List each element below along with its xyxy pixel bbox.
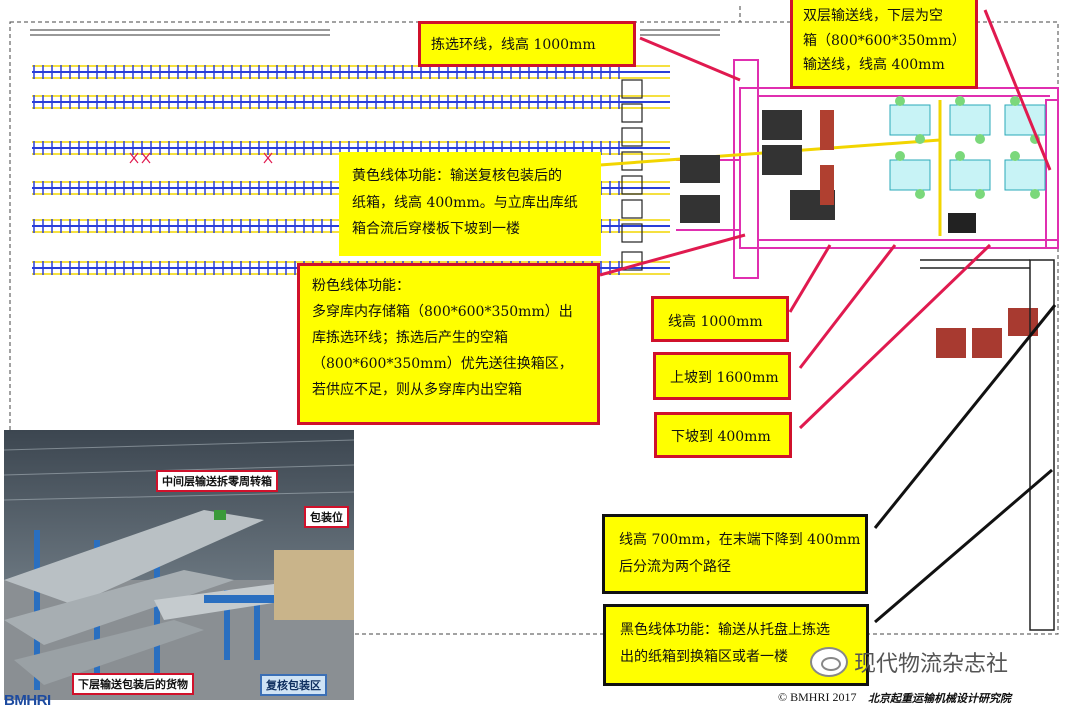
callout-text: 线高 1000mm [668, 314, 763, 330]
workstation [949, 96, 991, 144]
lift-frame [621, 79, 643, 99]
lift-frame [621, 103, 643, 123]
lift-frame [621, 199, 643, 219]
lift-frame [621, 127, 643, 147]
workstation [889, 151, 931, 199]
warehouse-photo: 中间层输送拆零周转箱 包装位 下层输送包装后的货物 复核包装区 [4, 430, 354, 700]
callout-text: 后分流为两个路径 [619, 558, 731, 575]
drawing-frame [9, 21, 1059, 635]
callout-text: 拣选环线，线高 1000mm [431, 37, 596, 53]
photo-label-packing: 包装位 [304, 506, 349, 528]
rack-row [32, 95, 670, 109]
callout-text: 双层输送线，下层为空 [803, 8, 943, 24]
callout-height-1000: 线高 1000mm [651, 296, 789, 342]
x-mark [141, 152, 151, 164]
callout-text: 黄色线体功能：输送复核包装后的 [352, 168, 562, 184]
x-mark [129, 152, 139, 164]
callout-text: 输送线，线高 400mm [803, 57, 945, 73]
lift-frame [621, 251, 643, 271]
leader-lines [599, 9, 1052, 430]
callout-text: 黑色线体功能：输送从托盘上拣选 [620, 622, 830, 638]
title-lines [30, 29, 720, 36]
callout-up-1600: 上坡到 1600mm [653, 352, 791, 400]
callout-text: 粉色线体功能： [312, 278, 410, 294]
black-leader-lines [873, 304, 1057, 624]
callout-text: （800*600*350mm）优先送往换箱区， [312, 355, 573, 372]
lift-frame [621, 175, 643, 195]
photo-label-lower-layer: 下层输送包装后的货物 [72, 673, 194, 695]
wechat-icon [810, 647, 848, 677]
callout-text: 下坡到 400mm [671, 429, 771, 445]
workstation [1004, 151, 1046, 199]
pink-conveyor [676, 59, 1059, 279]
callout-yellow-function: 黄色线体功能：输送复核包装后的 纸箱，线高 400mm。与立库出库纸 箱合流后穿… [339, 152, 601, 256]
rack-row [32, 65, 670, 79]
lift-frames [621, 79, 643, 271]
callout-text: 多穿库内存储箱（800*600*350mm）出 [312, 303, 573, 320]
workstation [1004, 96, 1046, 144]
conveyor-equipment [680, 110, 1038, 358]
x-mark [263, 152, 273, 164]
callout-text: 库拣选环线；拣选后产生的空箱 [312, 329, 508, 346]
callout-down-400: 下坡到 400mm [654, 412, 792, 458]
copyright: © BMHRI 2017 [778, 690, 857, 704]
organization-name: 北京起重运输机械设计研究院 [868, 692, 1011, 705]
callout-text: 上坡到 1600mm [670, 370, 779, 386]
callout-text: 若供应不足，则从多穿库内出空箱 [312, 381, 522, 398]
photo-label-middle-layer: 中间层输送拆零周转箱 [156, 470, 278, 492]
callout-text: 纸箱，线高 400mm。与立库出库纸 [352, 194, 578, 211]
workstations [889, 96, 1046, 199]
lift-frame [621, 223, 643, 243]
callout-line-700: 线高 700mm，在末端下降到 400mm 后分流为两个路径 [602, 514, 868, 594]
bmhri-logo: BMHRI [4, 692, 51, 709]
workstation [949, 151, 991, 199]
workstation [889, 96, 931, 144]
wechat-watermark: 现代物流杂志社 [810, 646, 1008, 678]
callout-text: 箱（800*600*350mm） [803, 32, 966, 49]
wechat-account-name: 现代物流杂志社 [854, 652, 1009, 677]
photo-label-recheck: 复核包装区 [260, 674, 327, 696]
callout-pink-function: 粉色线体功能： 多穿库内存储箱（800*600*350mm）出 库拣选环线；拣选… [297, 263, 600, 425]
callout-double-layer: 双层输送线，下层为空 箱（800*600*350mm） 输送线，线高 400mm [790, 0, 978, 89]
callout-text: 出的纸箱到换箱区或者一楼 [620, 648, 788, 665]
callout-loop-line: 拣选环线，线高 1000mm [418, 21, 636, 67]
callout-text: 线高 700mm，在末端下降到 400mm [619, 532, 861, 548]
callout-text: 箱合流后穿楼板下坡到一楼 [352, 221, 520, 238]
